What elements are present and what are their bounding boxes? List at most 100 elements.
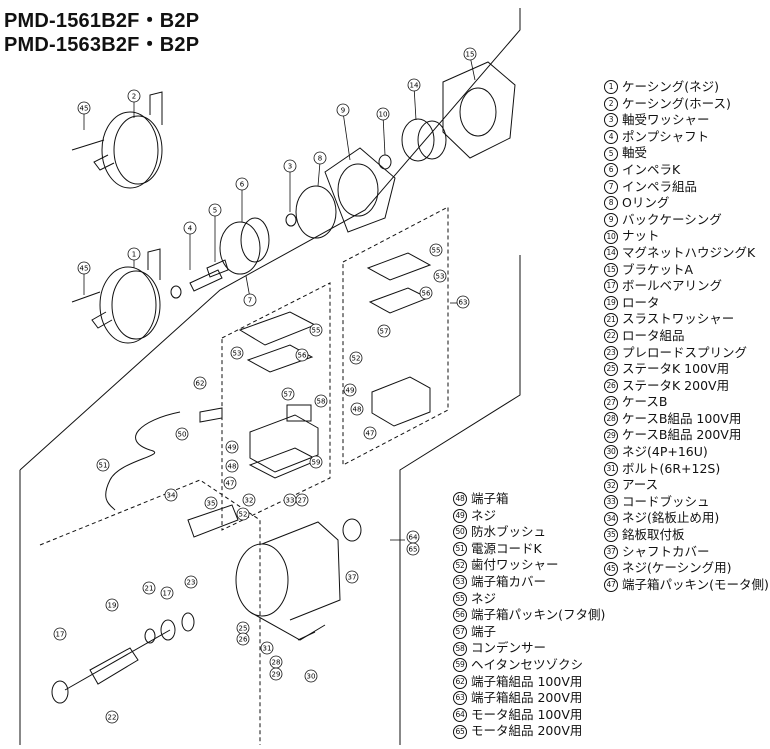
nameplate-plate — [187, 504, 239, 538]
callout-number: 35 — [207, 500, 216, 508]
callout-number: 1 — [132, 251, 136, 259]
legend-item: 14 マグネットハウジングK — [604, 245, 769, 262]
callout-number: 58 — [317, 398, 326, 406]
part-name: 防水ブッシュ — [471, 524, 547, 540]
part-name: 歯付ワッシャー — [471, 557, 559, 573]
callout-circle — [309, 323, 323, 337]
part-number-badge: 21 — [604, 312, 618, 327]
callout-number: 57 — [380, 328, 389, 336]
part-name: 端子箱組品 200V用 — [471, 690, 583, 706]
callout-circle — [407, 78, 421, 92]
callout-number: 15 — [466, 51, 475, 59]
part-name: ロータ組品 — [622, 327, 685, 343]
callout-number: 45 — [80, 265, 89, 273]
part-number-badge: 29 — [604, 428, 618, 443]
callout-number: 19 — [108, 602, 117, 610]
part-number-badge: 35 — [604, 528, 618, 543]
callout-number: 9 — [341, 107, 345, 115]
impeller — [219, 217, 270, 275]
magnet-housing — [401, 118, 447, 162]
part-name: ネジ — [471, 590, 497, 606]
terminal-box-frame-100v — [221, 282, 331, 531]
rotor-shaft — [64, 629, 171, 691]
part-name: 軸受 — [622, 145, 648, 161]
callout-number: 47 — [366, 430, 375, 438]
nut — [378, 154, 392, 170]
part-number-badge: 25 — [604, 362, 618, 377]
back-casing — [324, 147, 396, 233]
callout-number: 55 — [432, 247, 441, 255]
part-number-badge: 14 — [604, 246, 618, 261]
terminal-box-frame-200v — [342, 206, 449, 466]
callout-number: 48 — [228, 463, 237, 471]
callout-circle — [127, 247, 141, 261]
bearing — [206, 259, 229, 278]
tb-cover-200v — [366, 252, 432, 281]
part-number-badge: 15 — [604, 262, 618, 277]
callout-number: 50 — [178, 431, 187, 439]
callout-number: 51 — [99, 462, 108, 470]
callout-circle — [235, 177, 249, 191]
callout-circle — [105, 710, 119, 724]
screw-45-upper — [71, 139, 105, 151]
callout-circle — [376, 107, 390, 121]
part-number-badge: 6 — [604, 163, 618, 178]
part-name: ネジ(ケーシング用) — [622, 560, 732, 576]
callout-circle — [260, 641, 274, 655]
callout-circle — [309, 455, 323, 469]
part-number-badge: 27 — [604, 395, 618, 410]
callout-circle — [193, 376, 207, 390]
part-name: ネジ — [471, 507, 497, 523]
callout-number: 26 — [239, 636, 248, 644]
callout-number: 62 — [196, 380, 205, 388]
preload-spring — [181, 612, 195, 632]
part-name: マグネットハウジングK — [622, 244, 756, 260]
callout-circle — [225, 459, 239, 473]
casing-hose-upper — [93, 91, 163, 189]
part-name: Oリング — [622, 195, 670, 211]
callout-circle — [77, 261, 91, 275]
callout-number: 8 — [318, 155, 322, 163]
callout-number: 34 — [167, 492, 176, 500]
callout-number: 56 — [298, 352, 307, 360]
part-name: ネジ(銘板止め用) — [622, 510, 720, 526]
part-number-badge: 37 — [604, 544, 618, 559]
part-name: ナット — [622, 228, 660, 244]
part-number-badge: 32 — [604, 478, 618, 493]
callout-circle — [105, 598, 119, 612]
callout-number: 2 — [132, 93, 136, 101]
part-name: ブラケットA — [622, 261, 694, 277]
motor-section-boundary — [399, 255, 521, 745]
callout-circle — [53, 627, 67, 641]
part-number-badge: 53 — [453, 575, 467, 590]
callout-circle — [208, 203, 222, 217]
callout-circle — [433, 269, 447, 283]
callout-circle — [236, 632, 250, 646]
callout-number: 21 — [145, 585, 154, 593]
callout-number: 49 — [228, 444, 237, 452]
callout-circle — [456, 295, 470, 309]
part-number-badge: 7 — [604, 179, 618, 194]
callout-number: 45 — [80, 105, 89, 113]
part-number-badge: 23 — [604, 345, 618, 360]
part-number-badge: 57 — [453, 625, 467, 640]
callout-circle — [225, 440, 239, 454]
screw-30 — [297, 631, 316, 641]
callout-number: 63 — [459, 299, 468, 307]
